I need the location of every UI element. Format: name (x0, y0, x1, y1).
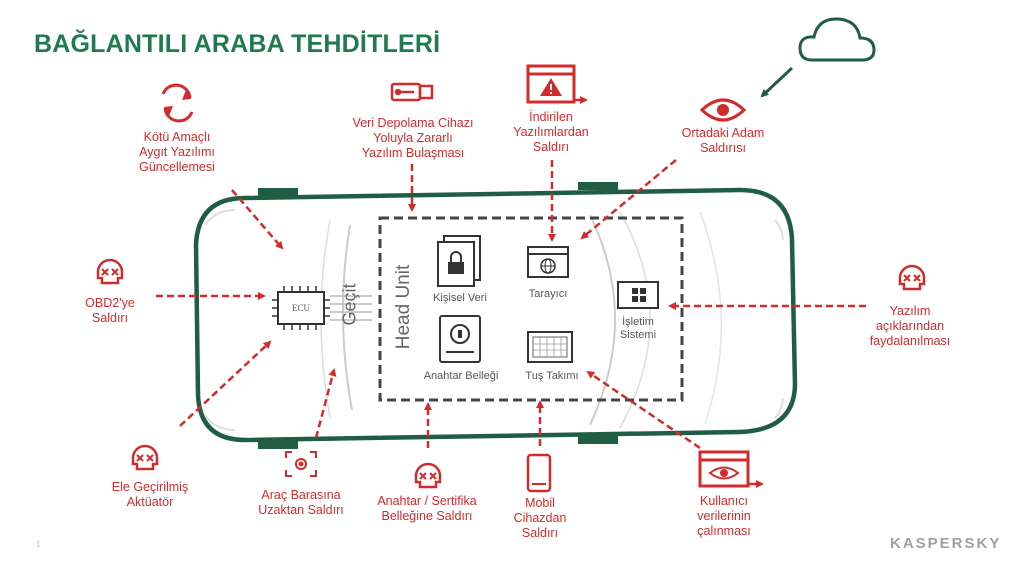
skull-icon (414, 462, 442, 489)
skull-icon (898, 264, 926, 291)
kaspersky-logo: KASPERSKY (890, 535, 1002, 552)
skull-icon (96, 258, 124, 285)
chip-icon (272, 286, 330, 330)
mobile-threat-label: Mobil Cihazdan Saldırı (513, 496, 567, 540)
globe-window-icon (527, 246, 569, 278)
keypad-icon (527, 331, 573, 363)
eye-window-icon (698, 450, 764, 488)
ecu-label: ECU (292, 303, 310, 313)
car-outline (193, 182, 798, 449)
cert-threat-label: Anahtar / Sertifika Belleğine Saldırı (377, 494, 477, 523)
userdata-threat-label: Kullanıcı verilerinin çalınması (697, 494, 751, 538)
mobile-phone-icon (526, 453, 552, 493)
cloud-icon (798, 17, 876, 62)
vuln-threat-label: Yazılım açıklarından faydalanılması (869, 304, 951, 348)
bus-threat-label: Araç Barasına Uzaktan Saldırı (258, 488, 344, 517)
firmware-threat-label: Kötü Amaçlı Aygıt Yazılımı Güncellemesi (139, 130, 215, 174)
download-threat-label: İndirilen Yazılımlardan Saldırı (513, 110, 589, 154)
page-title: BAĞLANTILI ARABA TEHDİTLERİ (34, 30, 441, 58)
eye-icon (699, 98, 747, 122)
arrow-userdata (586, 370, 701, 450)
arrow-bus (314, 368, 337, 439)
usb-icon (390, 82, 434, 102)
lock-icon (437, 235, 481, 287)
personal-data-label: Kişisel Veri (433, 292, 487, 304)
actuator-threat-label: Ele Geçirilmiş Aktüatör (111, 480, 189, 509)
arrow-firmware (231, 189, 284, 250)
safe-icon (439, 315, 481, 363)
mitm-threat-label: Ortadaki Adam Saldırısı (681, 126, 765, 155)
head-unit-label: Head Unit (393, 264, 414, 350)
skull-icon (131, 444, 159, 471)
usb-threat-label: Veri Depolama Cihazı Yoluyla Zararlı Yaz… (352, 116, 474, 160)
warning-window-icon (526, 64, 588, 104)
target-icon (285, 451, 317, 477)
gateway-label: Geçit (339, 283, 360, 326)
windows-icon (617, 281, 659, 309)
browser-label: Tarayıcı (528, 288, 568, 300)
os-label: İşletim Sistemi (619, 316, 657, 341)
page-number: 1 (36, 540, 41, 549)
refresh-icon (161, 83, 194, 123)
keystore-label: Anahtar Belleği (423, 370, 499, 382)
arrow-mitm (580, 159, 677, 240)
arrow-actuator (179, 340, 272, 427)
keypad-label: Tuş Takımı (525, 370, 579, 382)
head-unit-box (378, 216, 684, 402)
obd-threat-label: OBD2'ye Saldırı (85, 296, 135, 325)
